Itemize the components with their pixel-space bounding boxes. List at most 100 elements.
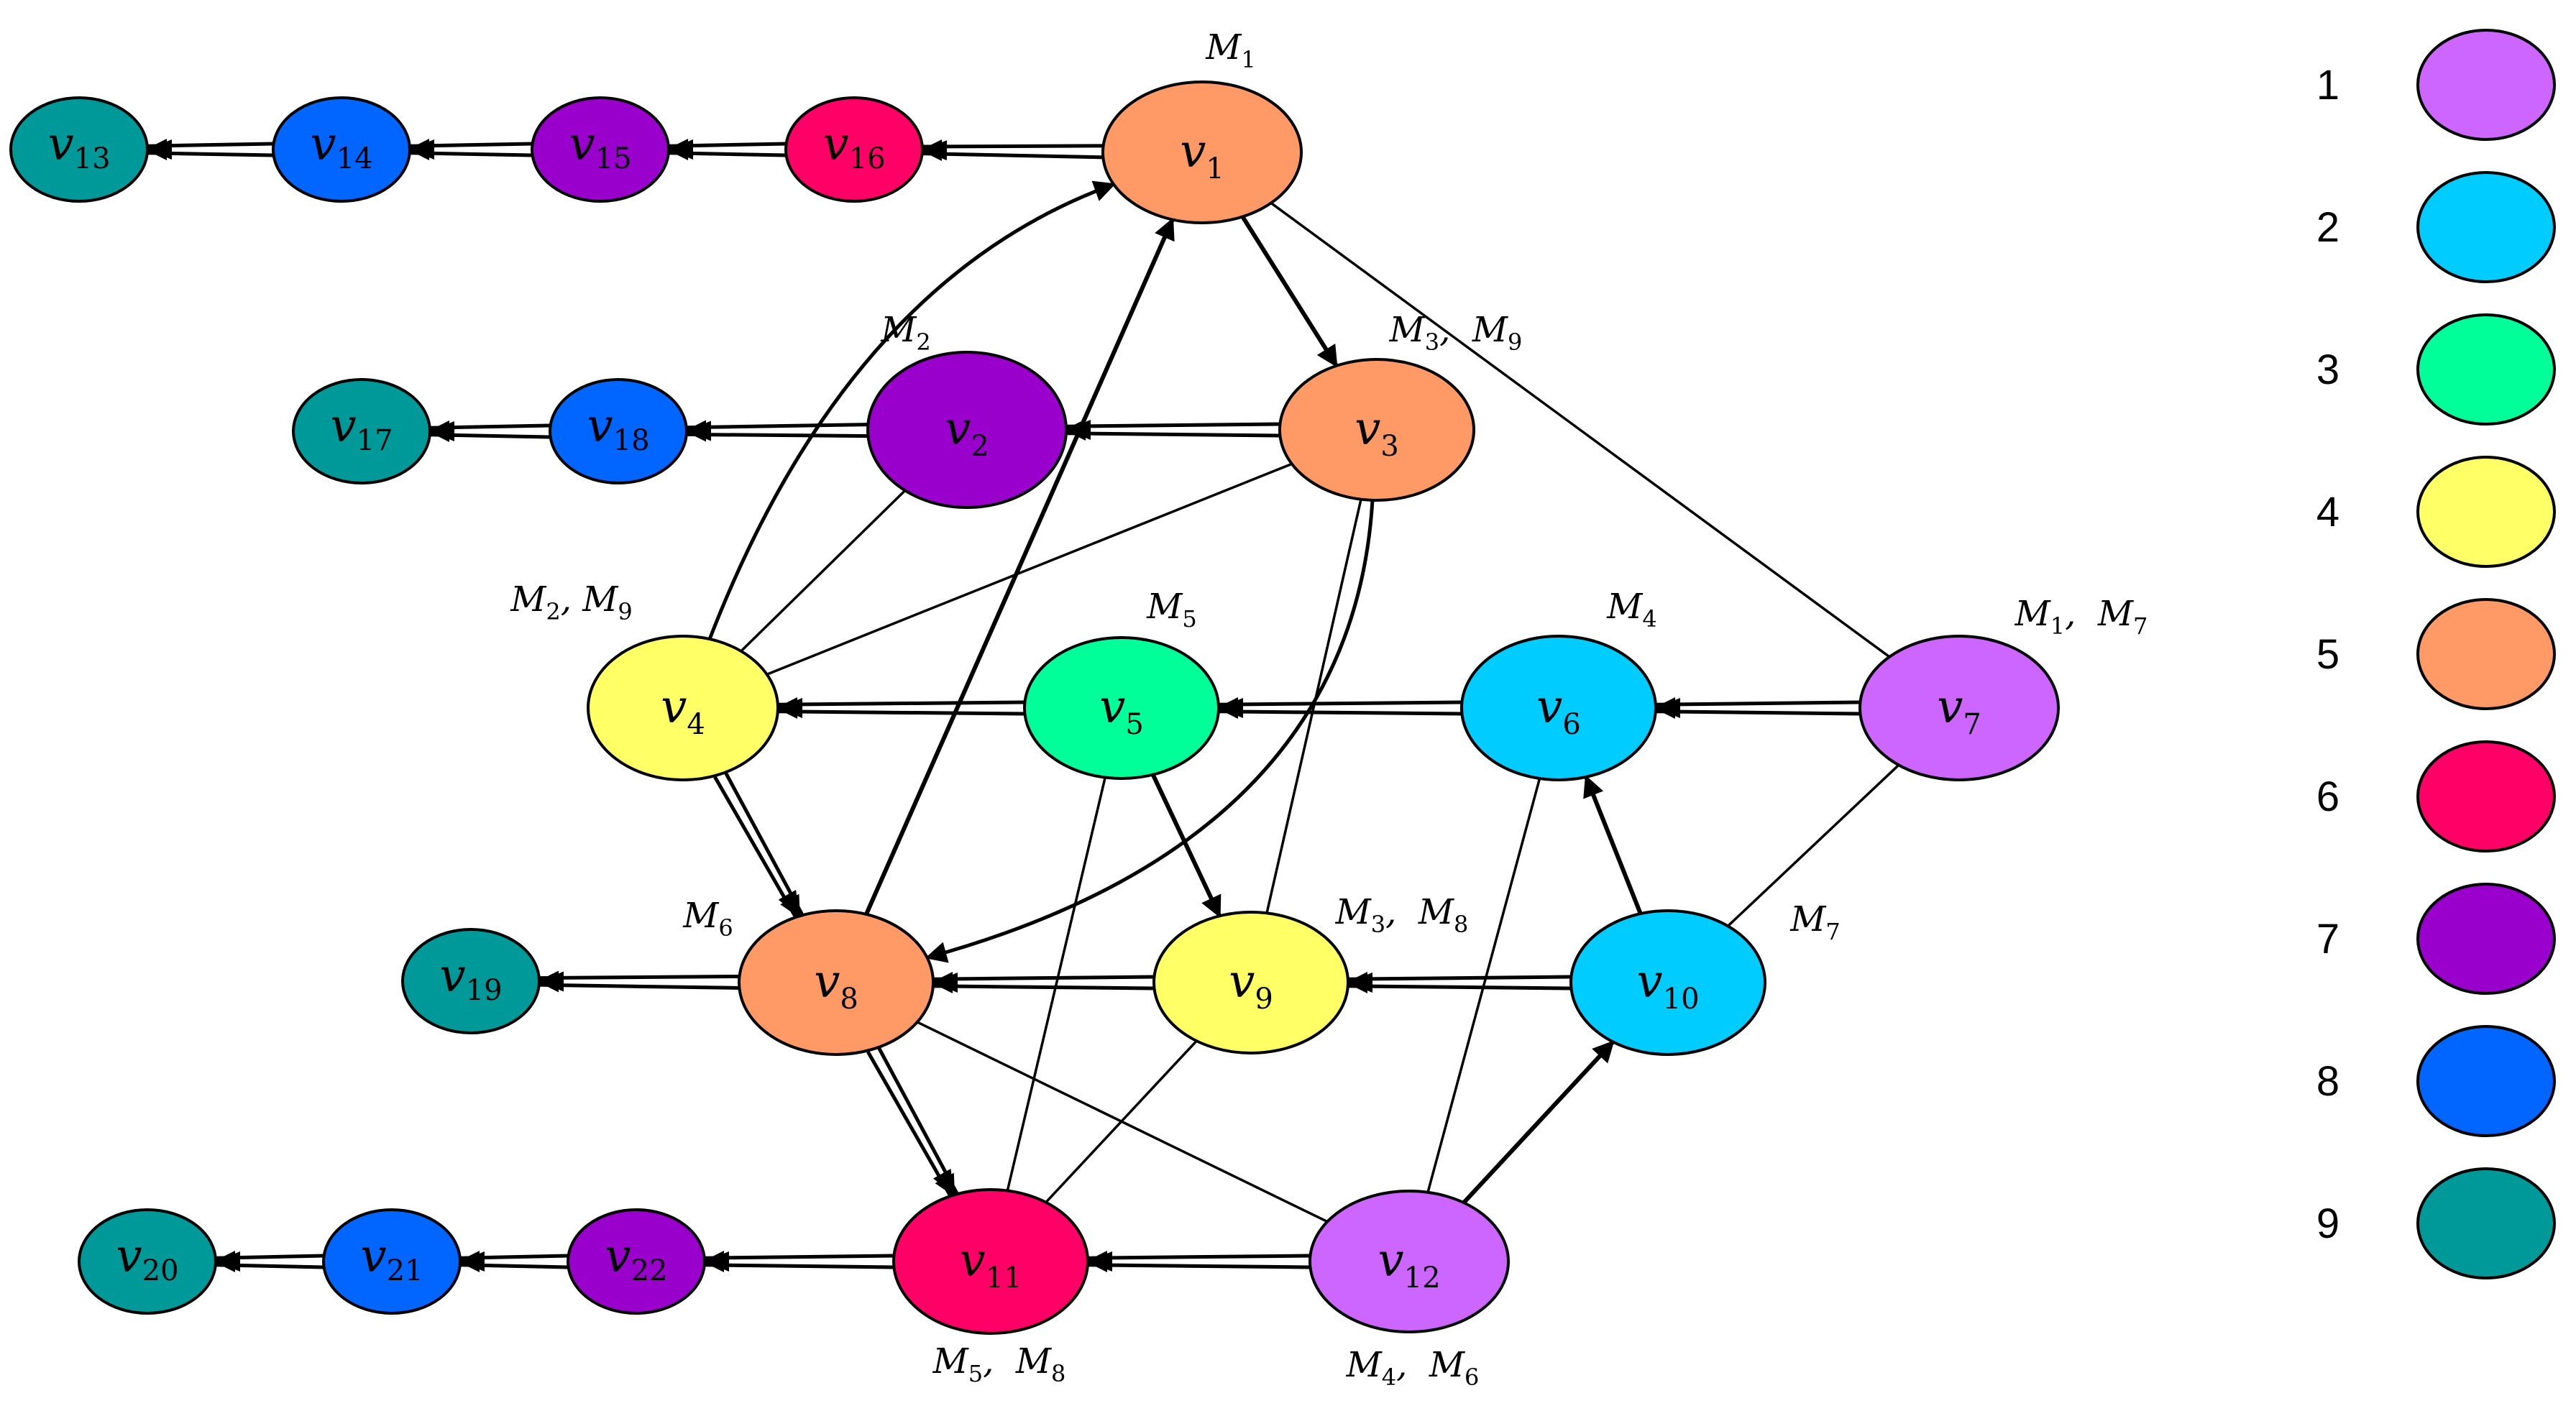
edge-v16-v15 xyxy=(666,139,787,160)
edge-line xyxy=(932,975,1155,981)
edge-line xyxy=(1462,1040,1615,1205)
edges-layer xyxy=(145,139,1900,1272)
node-v7: v7 xyxy=(1858,635,2060,781)
legend-item-8: 8 xyxy=(2316,1025,2556,1137)
edge-line xyxy=(1347,975,1572,981)
edge-v3-v2 xyxy=(1064,419,1280,441)
edge-line xyxy=(1426,778,1541,1193)
edge-v18-v17 xyxy=(428,420,551,442)
legend-item-6: 6 xyxy=(2316,740,2556,852)
node-ellipse xyxy=(587,635,779,781)
edge-v2-v4 xyxy=(740,490,907,653)
node-ellipse xyxy=(401,928,541,1034)
edge-v7-v6 xyxy=(1654,697,1861,719)
legend-label: 7 xyxy=(2316,916,2339,962)
edge-v12-v10 xyxy=(1462,1040,1615,1205)
legend-label: 8 xyxy=(2316,1058,2339,1105)
edge-arrowhead xyxy=(778,698,802,718)
edge-line xyxy=(723,771,804,916)
node-ellipse xyxy=(866,351,1068,509)
edge-line xyxy=(922,152,1103,160)
legend-swatch xyxy=(2416,1167,2556,1279)
node-v22: v22 xyxy=(567,1208,706,1315)
edge-line xyxy=(704,1254,894,1260)
edge-line xyxy=(864,217,1175,916)
edge-arrowhead xyxy=(922,140,948,161)
edge-v6-v12 xyxy=(1426,778,1541,1193)
legend-item-3: 3 xyxy=(2316,313,2556,426)
node-v5: v5 xyxy=(1023,636,1220,780)
edge-line xyxy=(1727,764,1900,927)
edge-line xyxy=(704,1263,894,1269)
node-v18: v18 xyxy=(549,378,688,484)
annotation-v3: M3, M9 xyxy=(1389,310,1523,356)
edge-line xyxy=(1240,215,1339,368)
node-v2: v2 xyxy=(866,351,1068,509)
legend-item-9: 9 xyxy=(2316,1167,2556,1279)
edge-path xyxy=(925,500,1375,963)
node-ellipse xyxy=(567,1208,706,1315)
edge-line xyxy=(1087,1254,1311,1260)
annotation-v1: M1 xyxy=(1205,27,1256,73)
annotation-v2: M2 xyxy=(880,310,931,356)
node-v17: v17 xyxy=(292,378,431,484)
annotation-v4: M2, M9 xyxy=(510,579,633,625)
node-v6: v6 xyxy=(1460,635,1657,781)
node-ellipse xyxy=(1858,635,2060,781)
edge-line xyxy=(1265,499,1362,914)
edge-v7-v10 xyxy=(1727,764,1900,927)
legend-item-4: 4 xyxy=(2316,456,2556,568)
edge-v1-v7 xyxy=(1270,202,1891,658)
legend-swatch xyxy=(2416,29,2556,141)
edge-line xyxy=(932,984,1155,991)
node-ellipse xyxy=(1278,358,1475,502)
node-ellipse xyxy=(1152,911,1349,1054)
edge-line xyxy=(766,462,1293,676)
edge-arrowhead xyxy=(1219,698,1243,718)
node-label: v9 xyxy=(1229,955,1273,1016)
edge-v3-v8 xyxy=(925,500,1375,963)
edge-v4-v8 xyxy=(713,771,804,919)
edge-arrowhead xyxy=(1656,698,1680,718)
edge-v15-v14 xyxy=(408,139,533,160)
edge-arrowhead xyxy=(705,1251,729,1272)
annotation-v7: M1, M7 xyxy=(2014,594,2148,640)
edge-line xyxy=(1065,431,1280,438)
edge-v8-v1 xyxy=(864,217,1175,916)
edge-v12-v11 xyxy=(1086,1251,1311,1272)
legend-item-1: 1 xyxy=(2316,29,2556,141)
node-ellipse xyxy=(1023,636,1220,780)
node-v16: v16 xyxy=(784,96,924,203)
node-label: v2 xyxy=(945,403,989,463)
legend-swatch xyxy=(2416,598,2556,710)
edge-line xyxy=(922,144,1104,149)
legend-swatch xyxy=(2416,740,2556,852)
edge-v3-v9 xyxy=(1265,499,1362,914)
edge-v1-v3 xyxy=(1240,215,1339,368)
edge-line xyxy=(740,490,907,653)
node-v11: v11 xyxy=(892,1188,1089,1335)
edge-v9-v11 xyxy=(1045,1039,1198,1203)
edge-v9-v8 xyxy=(931,972,1155,993)
node-v1: v1 xyxy=(1101,81,1303,224)
node-v10: v10 xyxy=(1569,909,1766,1056)
edge-line xyxy=(777,709,1025,716)
node-ellipse xyxy=(531,96,670,203)
node-ellipse xyxy=(292,378,431,484)
node-label: v4 xyxy=(661,681,705,741)
edge-line xyxy=(686,432,868,438)
edge-v22-v21 xyxy=(458,1251,569,1272)
edge-v8-v19 xyxy=(536,970,740,993)
edge-path xyxy=(707,180,1116,640)
node-ellipse xyxy=(322,1208,462,1315)
node-ellipse xyxy=(1569,909,1766,1056)
annotation-v5: M5 xyxy=(1146,587,1197,633)
node-ellipse xyxy=(1308,1190,1510,1333)
edge-v5-v9 xyxy=(1150,773,1222,918)
node-v19: v19 xyxy=(401,928,541,1034)
edge-arrowhead xyxy=(778,890,799,916)
legend-label: 9 xyxy=(2316,1200,2339,1247)
legend-label: 2 xyxy=(2316,204,2339,251)
node-v8: v8 xyxy=(738,909,935,1056)
